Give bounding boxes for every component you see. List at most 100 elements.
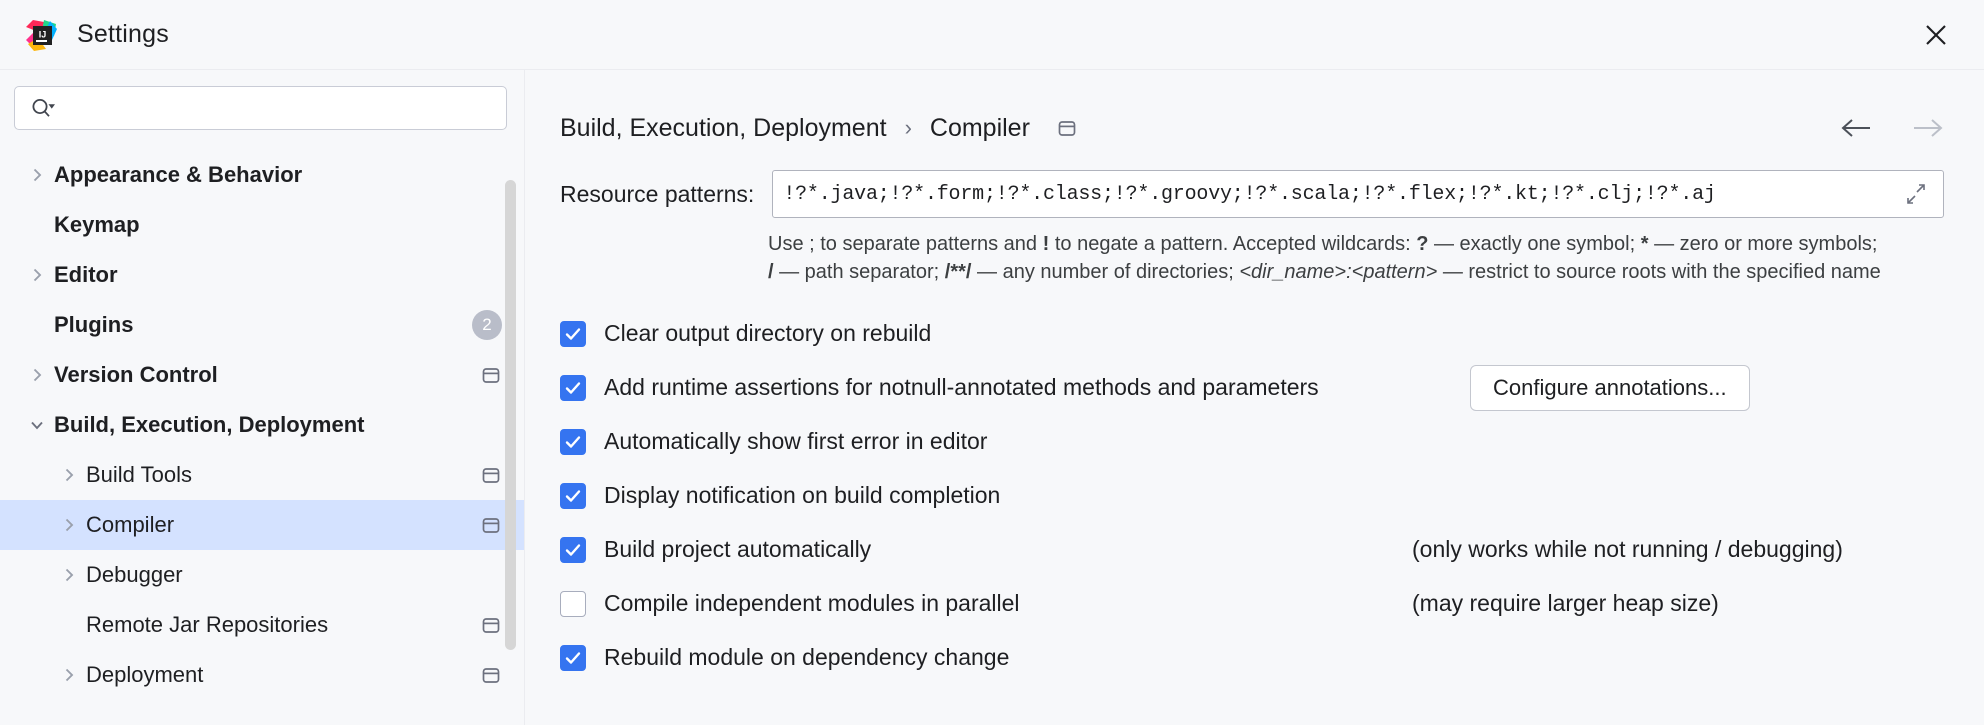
breadcrumb-current[interactable]: Compiler [929, 113, 1030, 142]
sidebar-item-label: Keymap [54, 212, 140, 237]
checkbox-build-project-automatically[interactable] [560, 536, 586, 563]
sidebar-item-build-tools[interactable]: Build Tools [0, 450, 524, 500]
resource-patterns-field[interactable] [772, 170, 1944, 218]
search-icon [30, 97, 56, 119]
plugins-count-badge: 2 [472, 310, 502, 340]
sidebar-item-label: Build Tools [86, 462, 192, 487]
option-note: (may require larger heap size) [1412, 590, 1719, 617]
search-input[interactable] [66, 97, 494, 119]
breadcrumb: Build, Execution, Deployment › Compiler [525, 92, 1984, 164]
checkbox-clear-output-directory-on-rebuild[interactable] [560, 320, 586, 347]
option-row: Automatically show first error in editor [560, 415, 1944, 469]
sidebar-item-adornments [480, 464, 502, 486]
help-b3: * [1640, 233, 1649, 255]
project-scope-icon [480, 514, 502, 536]
help-p2: to negate a pattern. Accepted wildcards: [1049, 233, 1417, 255]
settings-content: Build, Execution, Deployment › Compiler [525, 70, 1984, 725]
project-scope-icon [480, 364, 502, 386]
project-scope-icon [480, 614, 502, 636]
breadcrumb-parent[interactable]: Build, Execution, Deployment [560, 113, 887, 142]
window-title: Settings [77, 20, 169, 48]
sidebar-item-adornments [480, 664, 502, 686]
option-row: Compile independent modules in parallel (… [560, 577, 1944, 631]
resource-patterns-row: Resource patterns: [525, 170, 1984, 218]
sidebar-scrollbar[interactable] [505, 180, 516, 720]
checkbox-rebuild-module-on-dependency-change[interactable] [560, 644, 586, 671]
sidebar-item-deployment[interactable]: Deployment [0, 650, 524, 700]
chevron-right-icon[interactable] [20, 165, 54, 185]
option-row: Rebuild module on dependency change [560, 631, 1944, 685]
intellij-logo-icon: IJ [24, 18, 58, 52]
checkbox-display-notification-on-build-completion[interactable] [560, 482, 586, 509]
chevron-right-icon[interactable] [20, 265, 54, 285]
forward-arrow-icon[interactable] [1910, 117, 1944, 139]
help-p4: — zero or more symbols; [1648, 233, 1878, 255]
sidebar-item-adornments [480, 614, 502, 636]
option-row: Add runtime assertions for notnull-annot… [560, 361, 1944, 415]
sidebar-item-plugins[interactable]: Plugins 2 [0, 300, 524, 350]
help-b2: ? [1416, 233, 1429, 255]
sidebar-item-remote-jar-repositories[interactable]: Remote Jar Repositories [0, 600, 524, 650]
sidebar-item-appearance-behavior[interactable]: Appearance & Behavior [0, 150, 524, 200]
option-row: Build project automatically (only works w… [560, 523, 1944, 577]
option-note: (only works while not running / debuggin… [1412, 536, 1843, 563]
project-scope-icon [480, 664, 502, 686]
checkbox-add-runtime-assertions-for-notnull-annotated-methods-and-parameters[interactable] [560, 374, 586, 401]
help-b5: /**/ [944, 261, 972, 284]
resource-patterns-input[interactable] [783, 182, 1893, 206]
sidebar-item-label: Appearance & Behavior [54, 162, 303, 187]
chevron-right-icon[interactable] [52, 515, 86, 535]
sidebar-item-label: Plugins [54, 312, 134, 337]
chevron-right-icon[interactable] [20, 365, 54, 385]
sidebar-item-keymap[interactable]: Keymap [0, 200, 524, 250]
sidebar-item-editor[interactable]: Editor [0, 250, 524, 300]
sidebar-item-label: Remote Jar Repositories [86, 612, 329, 637]
back-arrow-icon[interactable] [1840, 117, 1874, 139]
help-p1: Use ; to separate patterns and [768, 233, 1043, 255]
breadcrumb-separator: › [904, 115, 912, 140]
option-label: Add runtime assertions for notnull-annot… [604, 374, 1319, 401]
chevron-right-icon[interactable] [52, 665, 86, 685]
help-b4: / [768, 261, 774, 284]
help-b1: ! [1042, 233, 1050, 255]
chevron-down-icon[interactable] [20, 415, 54, 435]
sidebar-item-label: Debugger [86, 562, 183, 587]
navigation-arrows [1840, 117, 1944, 139]
expand-icon[interactable] [1893, 181, 1939, 207]
sidebar-item-adornments [480, 514, 502, 536]
option-row: Display notification on build completion [560, 469, 1944, 523]
option-label: Clear output directory on rebuild [604, 320, 932, 347]
configure-annotations-button[interactable]: Configure annotations... [1470, 364, 1750, 411]
sidebar-item-label: Build, Execution, Deployment [54, 412, 365, 437]
sidebar-item-adornments [480, 364, 502, 386]
option-label: Automatically show first error in editor [604, 428, 988, 455]
checkbox-automatically-show-first-error-in-editor[interactable] [560, 428, 586, 455]
chevron-right-icon[interactable] [52, 465, 86, 485]
option-label: Build project automatically [604, 536, 872, 563]
sidebar-item-build-execution-deployment[interactable]: Build, Execution, Deployment [0, 400, 524, 450]
sidebar-scrollbar-thumb[interactable] [505, 180, 516, 650]
option-label: Compile independent modules in parallel [604, 590, 1020, 617]
sidebar-item-version-control[interactable]: Version Control [0, 350, 524, 400]
checkbox-compile-independent-modules-in-parallel[interactable] [560, 590, 586, 617]
help-i1: <dir_name>:<pattern> [1239, 261, 1438, 284]
option-label: Display notification on build completion [604, 482, 1001, 509]
sidebar-item-compiler[interactable]: Compiler [0, 500, 524, 550]
search-box[interactable] [14, 86, 507, 130]
resource-patterns-label: Resource patterns: [560, 180, 755, 207]
close-icon[interactable] [1916, 15, 1956, 55]
sidebar-item-label: Editor [54, 262, 118, 287]
sidebar-item-adornments: 2 [472, 310, 502, 340]
help-p5: — path separator; [773, 261, 945, 284]
search-row [0, 70, 524, 130]
project-scope-icon [1056, 117, 1078, 139]
project-scope-icon [480, 464, 502, 486]
svg-text:IJ: IJ [39, 29, 47, 39]
sidebar-item-debugger[interactable]: Debugger [0, 550, 524, 600]
help-p7: — restrict to source roots with the spec… [1437, 261, 1881, 284]
chevron-right-icon[interactable] [52, 565, 86, 585]
